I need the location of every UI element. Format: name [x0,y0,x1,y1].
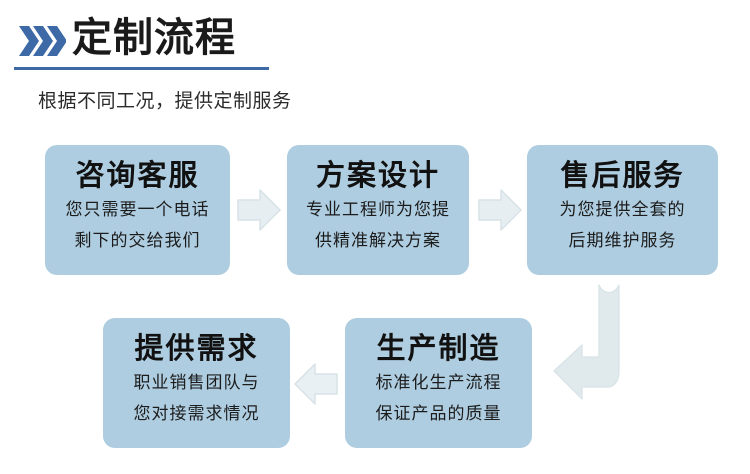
flow-step-design[interactable]: 方案设计 专业工程师为您提 供精准解决方案 [287,145,469,275]
flow-step-consult[interactable]: 咨询客服 您只需要一个电话 剩下的交给我们 [45,145,230,275]
page-title: 定制流程 [72,16,236,60]
page-subtitle: 根据不同工况，提供定制服务 [38,91,292,112]
triple-chevron-right-icon [18,24,67,58]
flow-step-title: 咨询客服 [75,160,200,192]
flow-step-line: 为您提供全套的 [559,200,686,220]
title-underline-rule [14,67,269,70]
flow-step-title: 生产制造 [376,333,501,365]
flow-step-title: 方案设计 [315,160,440,192]
flow-step-line: 您对接需求情况 [133,404,260,424]
flow-step-line: 剩下的交给我们 [74,231,201,251]
flow-step-line: 您只需要一个电话 [65,200,210,220]
flow-step-line: 专业工程师为您提 [306,200,450,220]
flow-step-produce[interactable]: 生产制造 标准化生产流程 保证产品的质量 [345,318,532,448]
arrow-right-icon [236,186,282,234]
flow-step-line: 后期维护服务 [568,231,677,251]
flow-step-line: 供精准解决方案 [315,231,441,251]
flow-step-demand[interactable]: 提供需求 职业销售团队与 您对接需求情况 [103,318,290,448]
flow-step-line: 标准化生产流程 [375,373,502,393]
flow-step-title: 提供需求 [134,333,259,365]
arrow-bend-down-left-icon [552,283,667,403]
page-header: 定制流程 根据不同工况，提供定制服务 [0,0,750,112]
flow-step-title: 售后服务 [560,160,685,192]
arrow-left-icon [291,360,339,408]
flow-step-aftersale[interactable]: 售后服务 为您提供全套的 后期维护服务 [527,145,718,275]
arrow-right-icon [477,186,523,234]
flow-step-line: 职业销售团队与 [133,373,260,393]
flow-step-line: 保证产品的质量 [375,404,502,424]
